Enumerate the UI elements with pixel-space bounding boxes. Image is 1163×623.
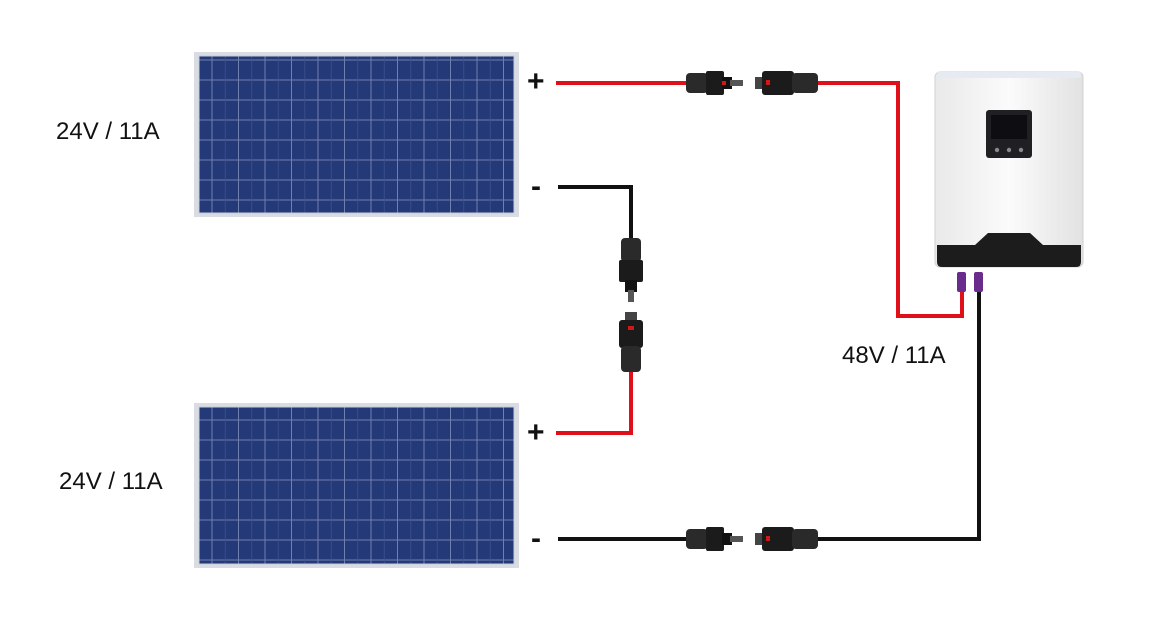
mc4-connector-icon bbox=[755, 71, 818, 95]
negative-terminal-marker: - bbox=[531, 522, 541, 555]
positive-terminal-marker: + bbox=[527, 65, 545, 98]
negative-wire bbox=[818, 290, 981, 541]
mc4-connector-icon bbox=[755, 527, 818, 551]
positive-wire bbox=[818, 81, 964, 318]
mc4-connector-icon bbox=[686, 71, 743, 95]
panel-rating-label: 24V / 11A bbox=[59, 468, 163, 495]
charge-controller-icon bbox=[934, 71, 1084, 292]
panel-rating-label: 24V / 11A bbox=[56, 118, 160, 145]
negative-wire bbox=[558, 185, 633, 240]
positive-wire bbox=[556, 372, 633, 435]
solar-panel-icon bbox=[194, 52, 519, 217]
controller-rating-label: 48V / 11A bbox=[842, 342, 946, 369]
mc4-connector-icon bbox=[619, 312, 643, 372]
negative-terminal-marker: - bbox=[531, 170, 541, 203]
mc4-connector-icon bbox=[686, 527, 743, 551]
mc4-connector-icon bbox=[619, 238, 643, 302]
positive-terminal-marker: + bbox=[527, 416, 545, 449]
wires bbox=[556, 81, 981, 541]
solar-panel-icon bbox=[194, 403, 519, 568]
